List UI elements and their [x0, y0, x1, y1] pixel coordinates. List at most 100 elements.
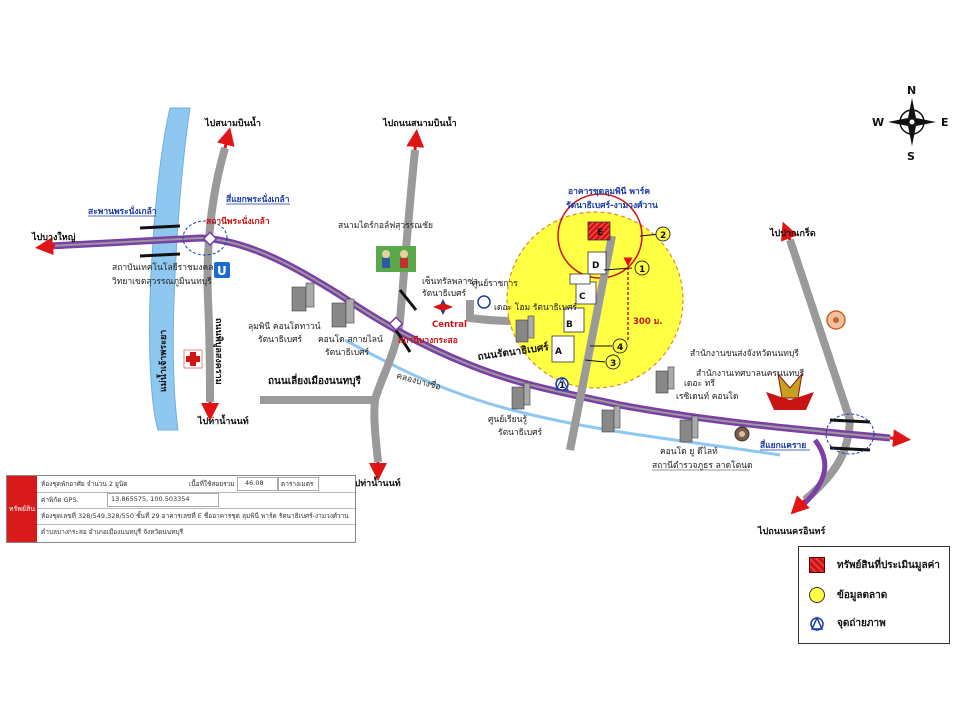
marker-label-2: 2 — [660, 231, 666, 241]
marker-label-3: 3 — [610, 359, 616, 369]
river — [148, 107, 191, 431]
label-bang-krasor-station: สถานีบางกระสอ — [398, 335, 458, 346]
market-marker-2 — [655, 226, 671, 242]
label-to-pakkret: ไปปากเกร็ด — [769, 226, 816, 239]
central-brand-text: Central — [432, 320, 467, 330]
marker-label-4: 4 — [617, 343, 623, 353]
bldg-label-b: B — [566, 320, 573, 330]
subject-title-1: อาคารชุดลุมพินี พาร์ค — [568, 186, 650, 197]
svg-text:U: U — [217, 264, 227, 278]
label-the-tree-2: เรซิเดนท์ คอนโด — [676, 391, 738, 402]
label-police-station: สถานีตำรวจภูธร ลาดโตนด — [652, 460, 753, 471]
bldg-label-c: C — [579, 292, 586, 302]
road-direction-arrows — [35, 127, 911, 515]
info-gps-value: 13.865575, 100.503354 — [111, 495, 190, 503]
university-icon: U — [214, 262, 230, 278]
subject-title-2: รัตนาธิเบศร์-งามวงศ์วาน — [566, 200, 658, 211]
market-marker-3 — [605, 354, 621, 370]
label-learning-center: ศูนย์เรียนรู้ — [488, 414, 527, 425]
photo-point-icon — [810, 616, 824, 631]
legend-market: ข้อมูลตลาด — [809, 585, 887, 605]
info-area-value: 46.08 — [245, 479, 264, 487]
market-circle-icon — [809, 587, 825, 603]
junction-khae-rai — [825, 413, 875, 455]
label-tech-institute: สถาบันเทคโนโลยีราชมงคล — [112, 262, 213, 273]
label-to-tha-nam: ไปท่าน้ำนนท์ — [197, 414, 249, 427]
compass-icon — [888, 98, 936, 146]
label-condo-uptown-2: รัตนาธิเบศร์ — [258, 334, 303, 345]
label-learning-center-2: รัตนาธิเบศร์ — [498, 427, 543, 438]
info-area-label: เนื้อที่ใช้สอยรวม — [189, 480, 235, 488]
label-khae-rai: สี่แยกแคราย — [760, 438, 806, 451]
info-address-1: ห้องชุดเลขที่ 328/549,328/550 ชั้นที่ 29… — [41, 512, 349, 520]
label-central-plaza-2: รัตนาธิเบศร์ — [422, 288, 467, 299]
canal — [344, 338, 781, 457]
seal-icon — [826, 310, 846, 330]
legend-photo-label: จุดถ่ายภาพ — [837, 617, 886, 629]
info-row-2: ค่าพิกัด GPS. 13.865575, 100.503354 — [37, 492, 355, 509]
central-logo — [432, 298, 454, 316]
label-to-bangyai: ไปบางใหญ่ — [31, 231, 76, 243]
label-the-home: เดอะ โฮม รัตนาธิเบศร์ — [494, 302, 577, 313]
legend-subject-label: ทรัพย์สินที่ประเมินมูลค่า — [837, 559, 940, 571]
bldg-label-e: E — [597, 228, 603, 238]
compass-w: W — [872, 116, 884, 129]
label-to-airport-road: ไปถนนสนามบินน้ำ — [382, 116, 457, 129]
label-central-plaza: เซ็นทรัลพลาซ่า — [422, 275, 478, 287]
distance-label: 300 ม. — [633, 317, 663, 327]
map-legend: ทรัพย์สินที่ประเมินมูลค่า ข้อมูลตลาด จุด… — [798, 546, 950, 644]
train-station-icons — [202, 231, 404, 332]
label-to-airport: ไปสนามบินน้ำ — [204, 116, 261, 129]
label-office-2: สำนักงานเทศบาลนครนนทบุรี — [696, 368, 805, 379]
info-unit-desc: ห้องชุดพักอาศัย จำนวน 2 ยูนิต — [41, 480, 128, 488]
photo-point-1 — [555, 376, 569, 391]
label-condo-sky: คอนโด สกายไลน์ — [318, 334, 383, 345]
info-address-2: ตำบลบางกระสอ อำเภอเมืองนนทบุรี จังหวัดนน… — [41, 528, 184, 536]
label-college: ศูนย์ราชการ — [472, 278, 518, 289]
label-condo-uptown: ลุมพินี คอนโดทาวน์ — [248, 321, 321, 332]
compass-e: E — [941, 116, 949, 129]
photo-label-1: 1 — [559, 381, 565, 391]
subject-swatch-icon — [809, 557, 825, 573]
label-river: แม่น้ำเจ้าพระยา — [156, 330, 169, 392]
college-logo — [477, 295, 491, 309]
legend-subject: ทรัพย์สินที่ประเมินมูลค่า — [809, 555, 940, 575]
bldg-label-d: D — [592, 261, 599, 271]
label-to-tha-nam-2: ไปท่าน้ำนนท์ — [349, 476, 401, 489]
label-bypass-road: ถนนเลี่ยงเมืองนนทบุรี — [268, 373, 362, 387]
label-bridge: สะพานพระนั่งเกล้า — [88, 204, 157, 217]
info-gps-label: ค่าพิกัด GPS. — [41, 496, 79, 504]
hospital-icon — [183, 349, 203, 369]
bridge-markers — [139, 224, 871, 452]
junction-phra-nang-klao — [182, 220, 228, 256]
property-info-table: ทรัพย์สิน ห้องชุดพักอาศัย จำนวน 2 ยูนิต … — [6, 475, 356, 543]
marker-label-1: 1 — [639, 265, 645, 275]
label-canal: คลองบางซื่อ — [395, 369, 442, 392]
compass-s: S — [907, 150, 915, 163]
label-vertical-road: ถนนพิบูลสงคราม — [213, 318, 224, 385]
bldg-label-a: A — [555, 347, 562, 357]
building-icons — [291, 282, 699, 443]
market-marker-1 — [634, 260, 650, 276]
info-row-1: ห้องชุดพักอาศัย จำนวน 2 ยูนิต เนื้อที่ใช… — [37, 476, 355, 493]
legend-market-label: ข้อมูลตลาด — [837, 589, 888, 601]
police-station-icon — [734, 426, 750, 442]
market-marker-4 — [612, 338, 628, 354]
info-row-4: ตำบลบางกระสอ อำเภอเมืองนนทบุรี จังหวัดนน… — [37, 524, 355, 540]
market-data-markers — [584, 226, 671, 370]
government-emblem-icon — [766, 372, 814, 410]
info-tag: ทรัพย์สิน — [7, 476, 37, 542]
label-office-1: สำนักงานขนส่งจังหวัดนนทบุรี — [690, 348, 799, 359]
project-buildings — [551, 221, 611, 363]
label-pnk-junction: สี่แยกพระนั่งเกล้า — [226, 192, 290, 205]
label-to-nakhon-inthra: ไปถนนนครอินทร์ — [757, 525, 825, 537]
label-stadium: สนามไดร์กอล์ฟสุวรรณชัย — [338, 220, 433, 231]
label-condo-sky-2: รัตนาธิเบศร์ — [325, 347, 370, 358]
info-area-unit: ตารางเมตร — [281, 480, 314, 488]
label-pnk-station: สถานีพระนั่งเกล้า — [206, 214, 270, 227]
golf-driving-range-icon — [376, 246, 416, 272]
compass-n: N — [907, 84, 916, 97]
label-condo-u-delight: คอนโด ยู ดีไลท์ — [660, 446, 718, 457]
label-the-tree: เดอะ ทรี — [684, 378, 715, 389]
